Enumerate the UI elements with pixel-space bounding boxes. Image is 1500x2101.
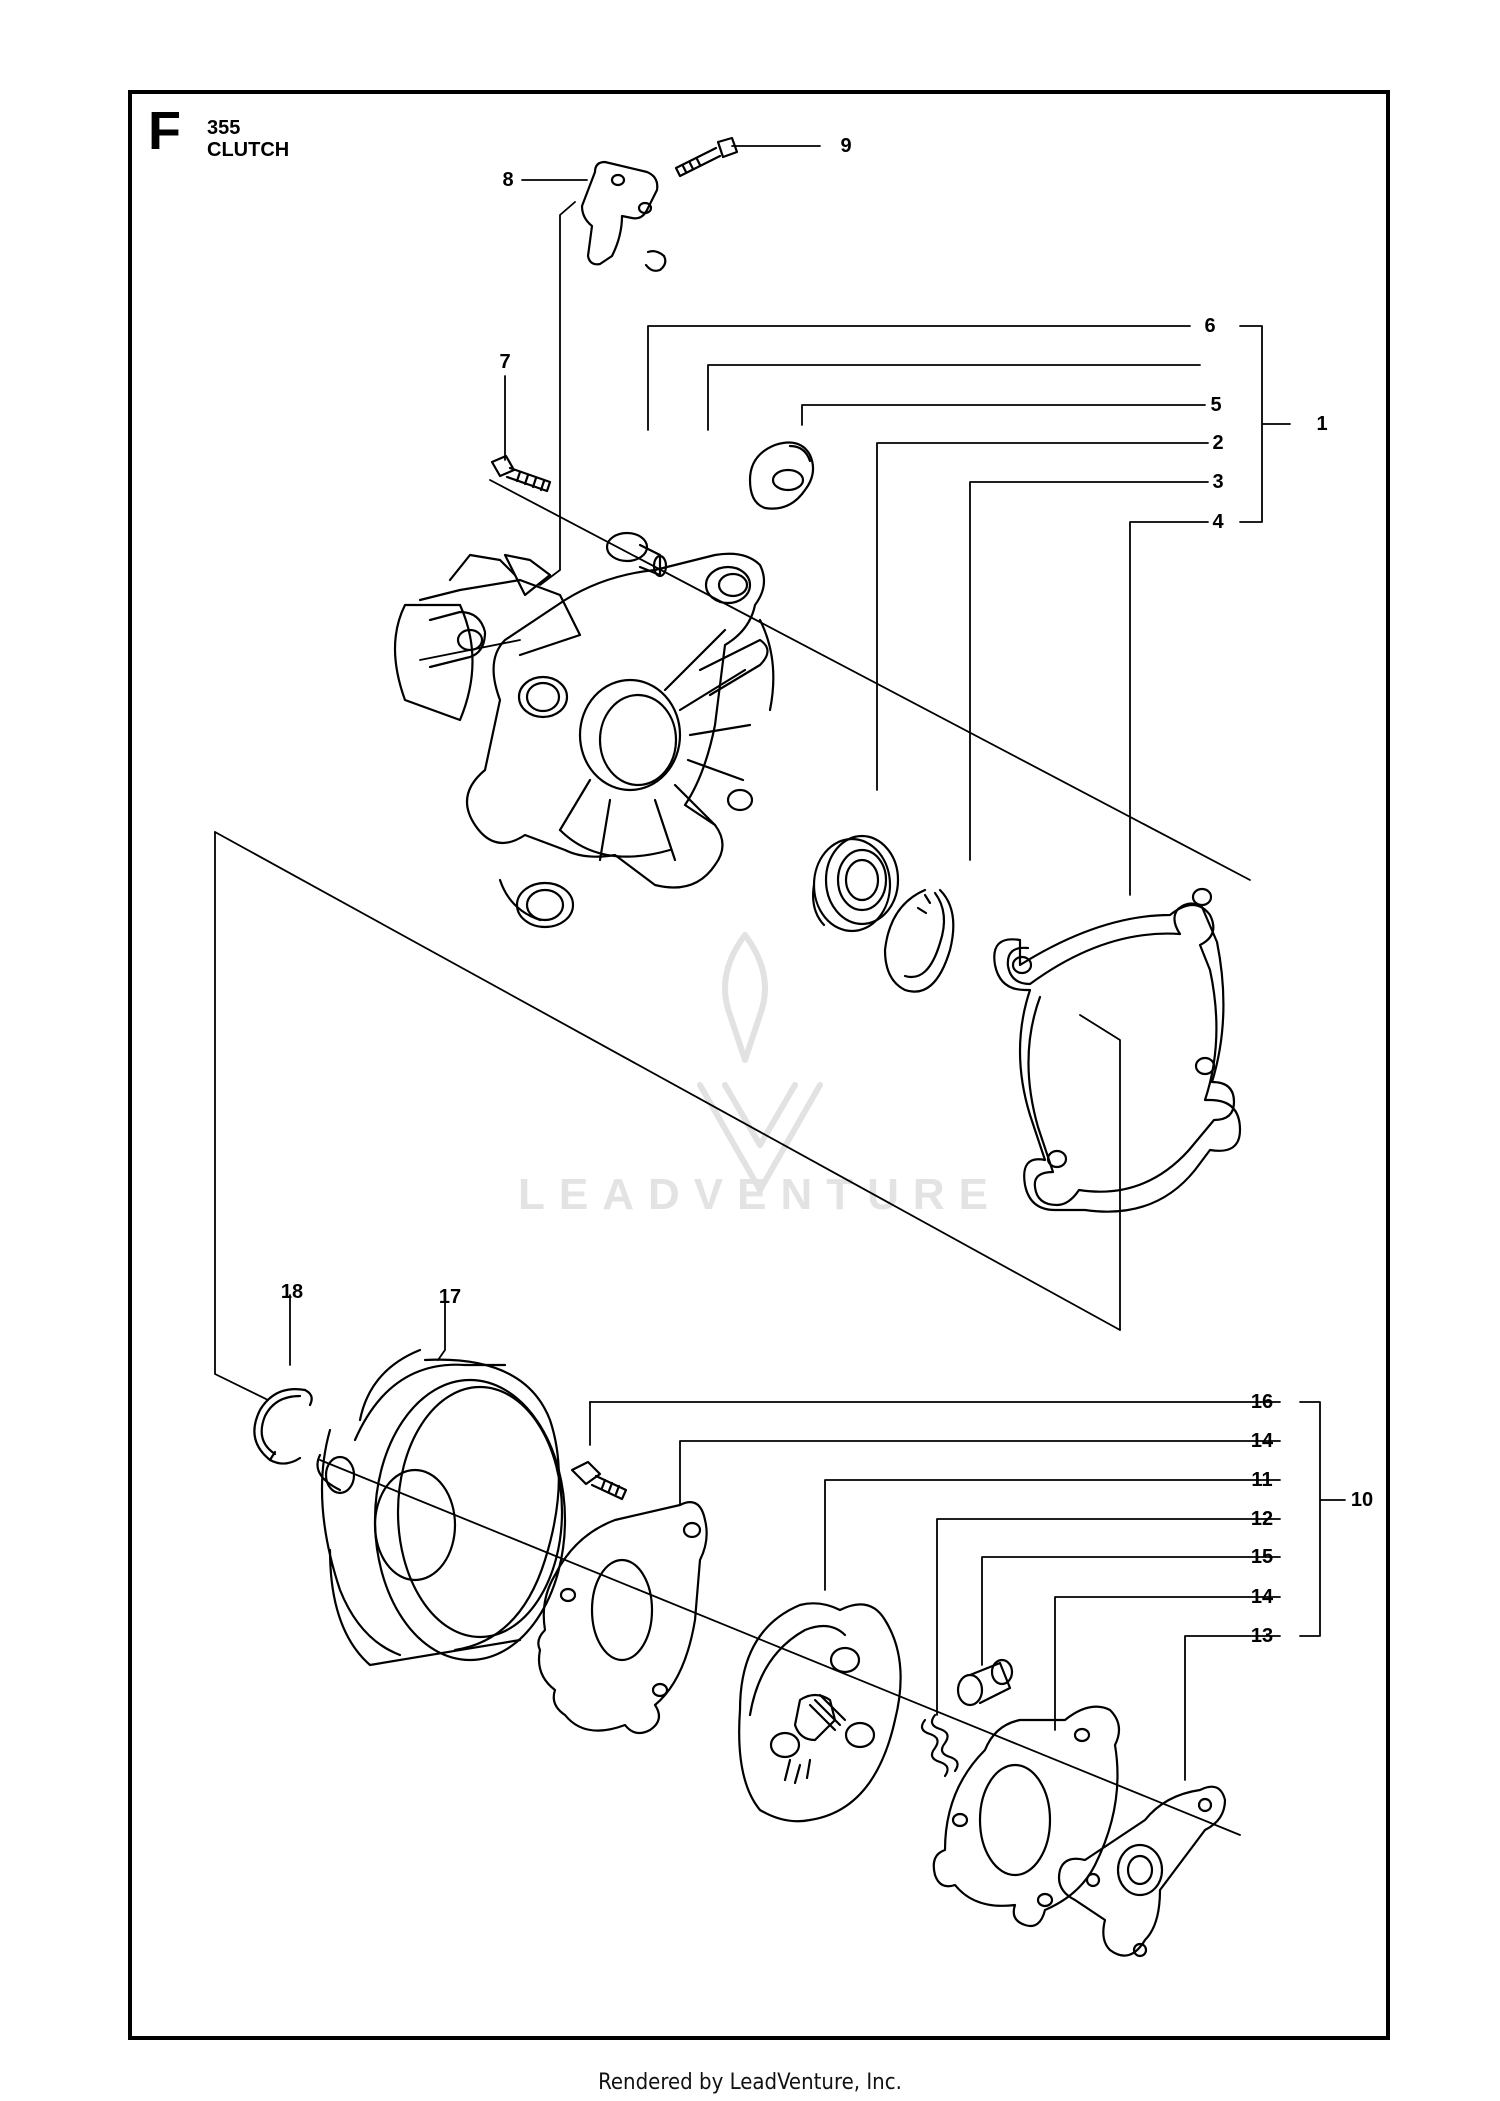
part-clutch-drum — [316, 1348, 567, 1667]
part-clutch-hub — [1057, 1785, 1227, 1958]
callout-12: 12 — [1250, 1508, 1274, 1530]
callout-11: 11 — [1251, 1469, 1273, 1491]
part-spring — [920, 1713, 959, 1778]
part-sleeve — [956, 1658, 1014, 1707]
part-washer — [748, 441, 815, 510]
callout-15: 15 — [1250, 1546, 1274, 1568]
callout-7: 7 — [499, 351, 511, 373]
callout-4: 4 — [1212, 511, 1224, 533]
part-bracket — [580, 160, 667, 272]
part-clutch-shoes — [738, 1602, 902, 1823]
callout-9: 9 — [840, 135, 852, 157]
diagram-title: CLUTCH — [207, 139, 290, 161]
callout-3: 3 — [1212, 471, 1224, 493]
callout-5: 5 — [1210, 394, 1222, 416]
part-retaining-ring — [253, 1388, 313, 1465]
callout-8: 8 — [502, 169, 514, 191]
callout-13: 13 — [1250, 1625, 1274, 1647]
watermark-logo — [697, 932, 823, 1193]
section-letter: F — [148, 101, 181, 161]
part-screw-top — [674, 136, 739, 178]
callout-18: 18 — [280, 1281, 304, 1303]
footer-credit: Rendered by LeadVenture, Inc. — [598, 2070, 902, 2095]
part-screw-left — [490, 454, 552, 493]
model-number: 355 — [207, 117, 241, 139]
diagram-frame — [128, 90, 1390, 2040]
callout-2: 2 — [1212, 432, 1224, 454]
part-plate-front — [537, 1501, 708, 1735]
part-bolt — [570, 1460, 628, 1501]
part-gasket — [993, 887, 1242, 1213]
callout-14b: 14 — [1250, 1586, 1274, 1608]
part-plate-rear — [932, 1705, 1121, 1928]
callout-16: 16 — [1250, 1391, 1274, 1413]
callout-6: 6 — [1204, 315, 1216, 337]
callout-1: 1 — [1316, 413, 1328, 435]
part-bearing — [812, 834, 900, 933]
part-clutch-housing — [393, 552, 775, 929]
leader-lines — [214, 145, 1346, 1836]
part-snap-ring — [883, 888, 955, 993]
callout-17: 17 — [438, 1286, 462, 1308]
callout-14a: 14 — [1250, 1430, 1274, 1452]
callout-10: 10 — [1350, 1489, 1374, 1511]
